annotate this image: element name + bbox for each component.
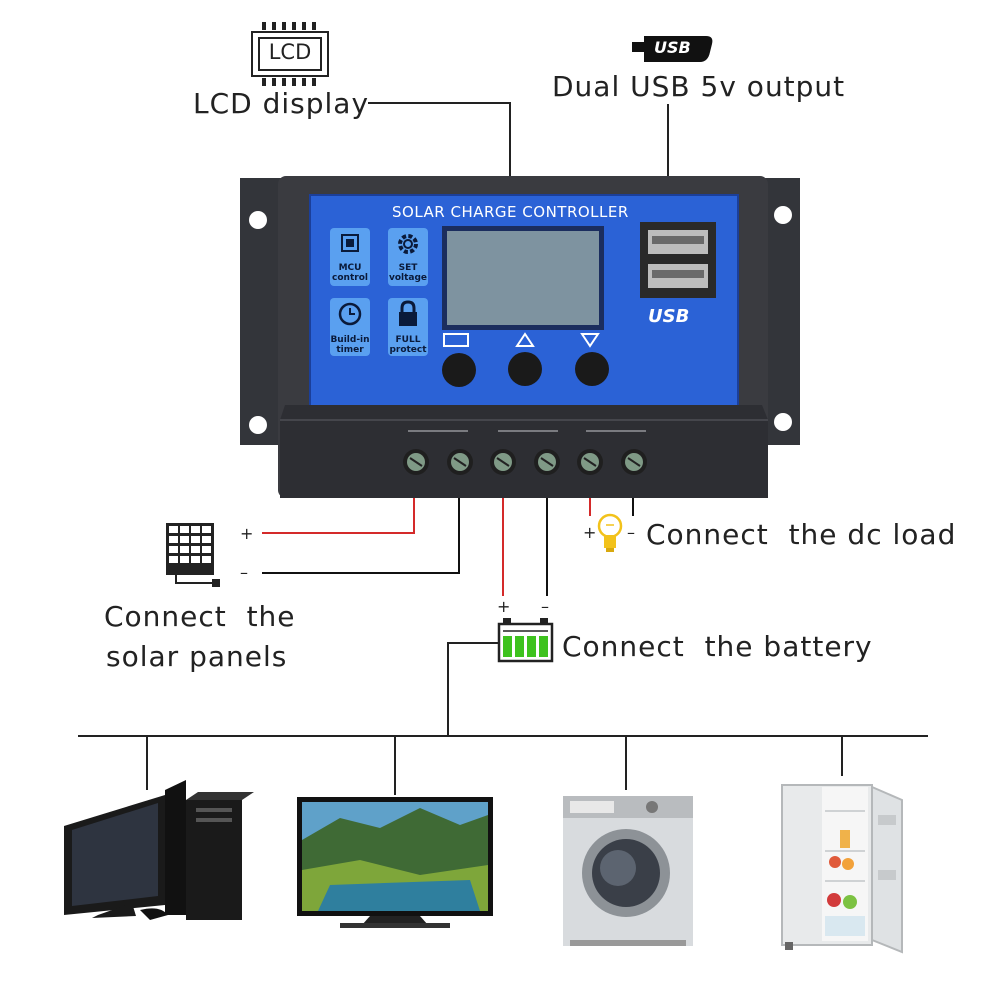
solar-positive-wire (262, 498, 415, 534)
solar-plus-sign: + (240, 524, 254, 543)
load-label: Connect the dc load (646, 518, 957, 551)
mcu-caption-1: MCU (338, 263, 362, 273)
mcu-caption-2: control (332, 273, 368, 283)
chip-icon (338, 232, 362, 254)
lcd-leader-line (368, 102, 511, 182)
solar-label-line-1: Connect the (104, 600, 296, 633)
solar-minus-sign: – (240, 563, 248, 582)
clock-icon (338, 302, 362, 326)
load-minus-sign: – (627, 523, 635, 542)
battery-label: Connect the battery (562, 630, 873, 663)
controller-title: SOLAR CHARGE CONTROLLER (392, 203, 629, 221)
protect-caption-1: FULL (395, 335, 421, 345)
battery-feed-line (447, 642, 498, 736)
set-caption-2: voltage (388, 273, 428, 283)
usb-panel-logo: USB (648, 306, 690, 327)
battery-plus-sign: + (497, 597, 511, 616)
gear-icon (396, 232, 420, 256)
timer-caption-1: Build-in (330, 335, 370, 345)
solar-label-line-2: solar panels (106, 640, 288, 673)
lcd-display-label: LCD display (193, 87, 370, 120)
lcd-chip-label: LCD (268, 40, 312, 64)
timer-caption-2: timer (336, 345, 364, 355)
solar-negative-wire (262, 498, 460, 574)
lock-icon (396, 300, 420, 328)
protect-caption-2: protect (389, 345, 427, 355)
load-plus-sign: + (583, 523, 597, 542)
battery-minus-sign: – (541, 597, 549, 616)
set-caption-1: SET (398, 263, 418, 273)
usb-plug-logo: USB (654, 38, 691, 57)
usb-output-label: Dual USB 5v output (552, 70, 846, 103)
